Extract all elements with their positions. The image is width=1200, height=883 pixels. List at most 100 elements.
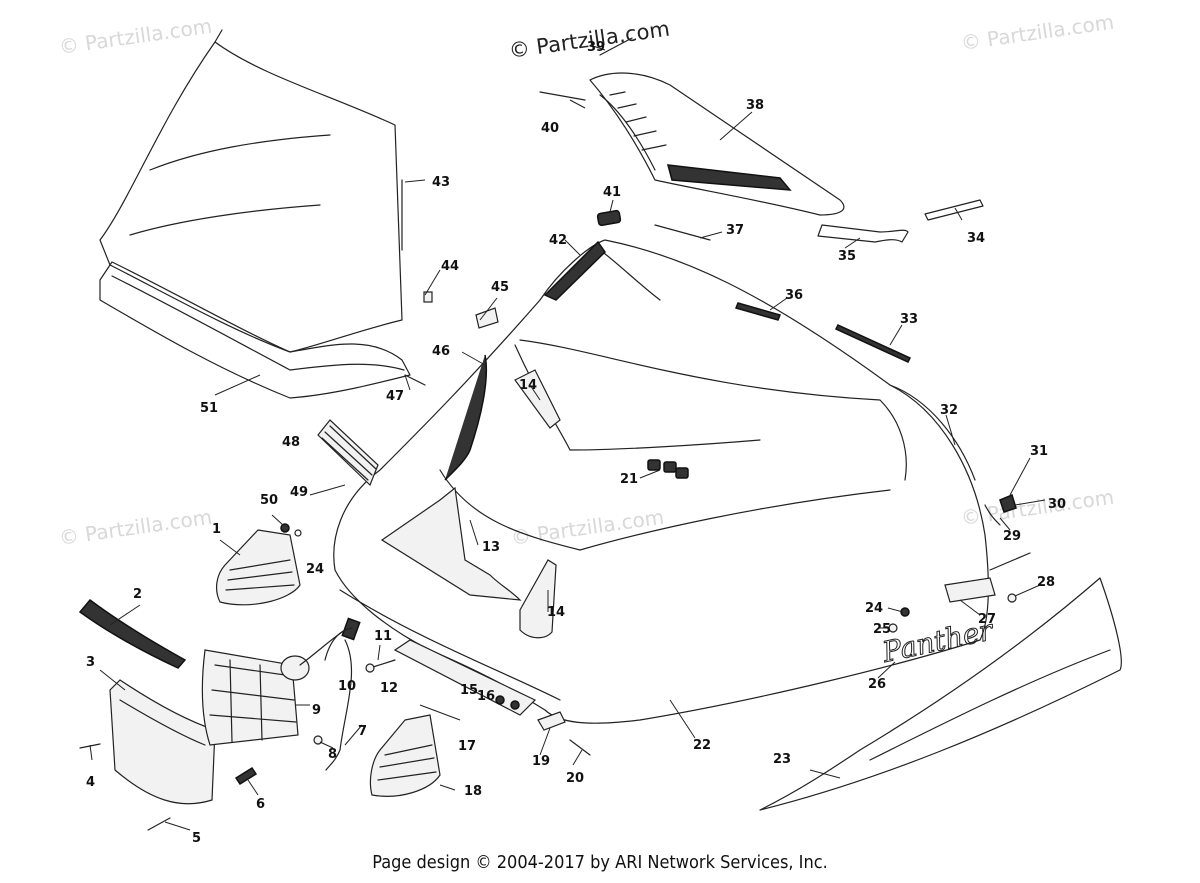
callout-41: 41 bbox=[603, 185, 621, 200]
callout-37: 37 bbox=[726, 223, 744, 238]
callout-15: 15 bbox=[460, 683, 478, 698]
windshield-frame bbox=[99, 261, 411, 399]
callout-24-left: 24 bbox=[306, 562, 324, 577]
part-3-bezel bbox=[109, 679, 216, 805]
callout-1: 1 bbox=[212, 522, 221, 537]
callout-48: 48 bbox=[282, 435, 300, 450]
callout-46: 46 bbox=[432, 344, 450, 359]
part-14-lower bbox=[519, 559, 557, 639]
part-30-clip bbox=[999, 493, 1017, 513]
callout-33: 33 bbox=[900, 312, 918, 327]
part-23-shield bbox=[759, 577, 1122, 811]
callout-2: 2 bbox=[133, 587, 142, 602]
part-44-clip bbox=[423, 291, 433, 303]
part-28-pin bbox=[1007, 593, 1017, 603]
callout-14-upper: 14 bbox=[519, 378, 537, 393]
callout-10: 10 bbox=[338, 679, 356, 694]
callout-9: 9 bbox=[312, 703, 321, 718]
watermark-mid-left: © Partzilla.com bbox=[57, 505, 213, 550]
callout-31: 31 bbox=[1030, 444, 1048, 459]
callout-14-lower: 14 bbox=[547, 605, 565, 620]
callout-20: 20 bbox=[566, 771, 584, 786]
part-13-panel bbox=[380, 486, 522, 601]
part-41-badge bbox=[596, 209, 622, 227]
callout-11: 11 bbox=[374, 629, 392, 644]
callout-42: 42 bbox=[549, 233, 567, 248]
callout-50: 50 bbox=[260, 493, 278, 508]
part-10-connector bbox=[299, 617, 361, 666]
part-16-washer bbox=[510, 700, 520, 710]
callout-34: 34 bbox=[967, 231, 985, 246]
hood bbox=[333, 239, 989, 724]
part-18-vent bbox=[369, 714, 441, 797]
part-14-upper bbox=[514, 369, 561, 429]
part-21-latch bbox=[647, 459, 689, 479]
part-9-headlight bbox=[201, 649, 310, 746]
watermark-top-left: © Partzilla.com bbox=[57, 14, 213, 59]
callout-29: 29 bbox=[1003, 529, 1021, 544]
part-19-clip bbox=[537, 711, 566, 731]
callout-32: 32 bbox=[940, 403, 958, 418]
callout-19: 19 bbox=[532, 754, 550, 769]
callout-35: 35 bbox=[838, 249, 856, 264]
callout-4: 4 bbox=[86, 775, 95, 790]
part-23-shield-line bbox=[869, 649, 1111, 761]
callout-26: 26 bbox=[868, 677, 886, 692]
callout-13: 13 bbox=[482, 540, 500, 555]
part-45-bracket bbox=[475, 307, 499, 329]
part-46-seal bbox=[444, 354, 488, 481]
footer-copyright: Page design © 2004-2017 by ARI Network S… bbox=[372, 852, 828, 873]
part-34-rod bbox=[924, 199, 984, 221]
windshield bbox=[99, 29, 403, 353]
part-7-wire bbox=[325, 639, 352, 771]
rear-grille bbox=[589, 72, 845, 216]
part-15-nut bbox=[495, 695, 505, 705]
callout-12: 12 bbox=[380, 681, 398, 696]
callout-47: 47 bbox=[386, 389, 404, 404]
callout-28: 28 bbox=[1037, 575, 1055, 590]
part-50-washer bbox=[294, 529, 302, 537]
callout-16: 16 bbox=[477, 689, 495, 704]
callout-18: 18 bbox=[464, 784, 482, 799]
watermarks: © Partzilla.com © Partzilla.com © Partzi… bbox=[57, 10, 1115, 550]
callout-43: 43 bbox=[432, 175, 450, 190]
part-39-strip bbox=[599, 37, 633, 56]
callout-45: 45 bbox=[491, 280, 509, 295]
part-6-spring bbox=[234, 766, 258, 786]
part-20-rod bbox=[569, 739, 591, 756]
callout-49: 49 bbox=[290, 485, 308, 500]
callout-5: 5 bbox=[192, 831, 201, 846]
callout-17: 17 bbox=[458, 739, 476, 754]
callout-8: 8 bbox=[328, 747, 337, 762]
callout-27: 27 bbox=[978, 612, 996, 627]
part-32-trim bbox=[889, 384, 976, 481]
callout-36: 36 bbox=[785, 288, 803, 303]
callout-25: 25 bbox=[873, 622, 891, 637]
part-27-hinge bbox=[944, 552, 1031, 603]
callout-3: 3 bbox=[86, 655, 95, 670]
callouts: 1 2 3 4 5 6 7 8 9 10 11 12 13 14 14 15 1… bbox=[86, 40, 1066, 846]
watermark-center: © Partzilla.com bbox=[509, 505, 665, 550]
part-36-trim bbox=[734, 302, 782, 321]
part-50-screw bbox=[280, 523, 290, 533]
callout-21: 21 bbox=[620, 472, 638, 487]
part-24-nut-right bbox=[900, 607, 910, 617]
callout-24-right: 24 bbox=[865, 601, 883, 616]
part-5-bolt bbox=[147, 817, 171, 831]
callout-40: 40 bbox=[541, 121, 559, 136]
watermark-top-right: © Partzilla.com bbox=[959, 10, 1115, 55]
callout-39: 39 bbox=[587, 40, 605, 55]
leader-lines bbox=[89, 44, 1046, 831]
callout-22: 22 bbox=[693, 738, 711, 753]
part-47-screw bbox=[404, 374, 426, 386]
part-40-trim bbox=[539, 91, 586, 101]
part-2-strip bbox=[78, 598, 187, 669]
callout-7: 7 bbox=[358, 724, 367, 739]
callout-23: 23 bbox=[773, 752, 791, 767]
part-35-bar bbox=[817, 224, 909, 243]
part-33-trim bbox=[834, 324, 912, 363]
callout-30: 30 bbox=[1048, 497, 1066, 512]
callout-44: 44 bbox=[441, 259, 459, 274]
callout-6: 6 bbox=[256, 797, 265, 812]
